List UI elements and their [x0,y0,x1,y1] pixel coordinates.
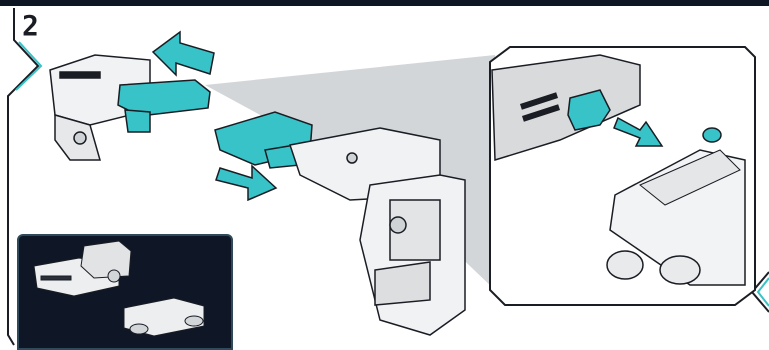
parts-panel [17,234,233,350]
left-assembly [50,55,210,160]
parts-illustration [19,236,231,348]
main-assembly [290,128,465,335]
arrow-right-icon [216,166,276,200]
zoom-detail-panel [490,47,755,305]
part-assembly-b [124,298,204,336]
arrow-left-icon [153,32,214,75]
part-assembly-a [34,241,131,296]
